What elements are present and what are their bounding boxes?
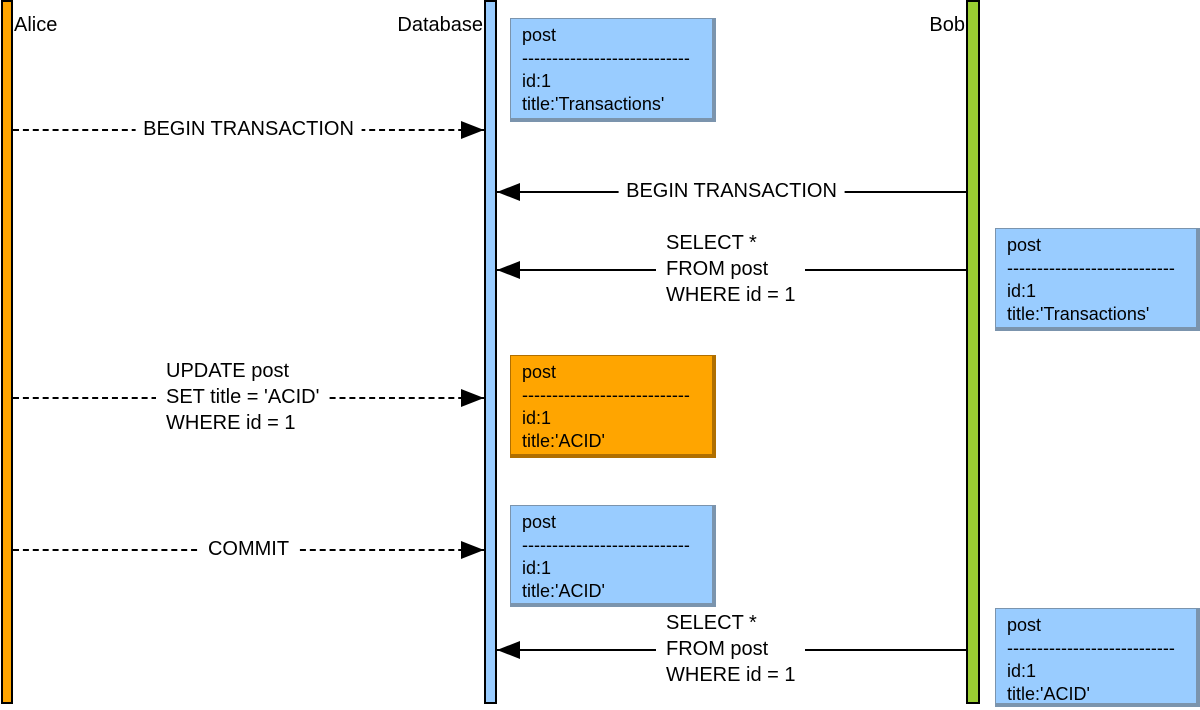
note-field-title: title:'ACID' <box>522 431 605 451</box>
message-label-line: SELECT * <box>666 232 757 254</box>
arrowhead-left-icon <box>497 261 520 279</box>
note-field-id: id:1 <box>1007 281 1037 301</box>
lifeline-bob <box>966 0 980 704</box>
message-label: SELECT * FROM post WHERE id = 1 <box>656 610 806 688</box>
note-db-transactions: post ---------------------------- id:1 t… <box>510 18 716 122</box>
note-entity-name: post <box>1007 615 1042 635</box>
message-label: COMMIT <box>199 536 298 562</box>
message-label-line: WHERE id = 1 <box>666 284 796 306</box>
actor-label-bob: Bob <box>929 14 965 36</box>
note-db-acid-uncommitted: post ---------------------------- id:1 t… <box>510 355 716 458</box>
note-db-acid-committed: post ---------------------------- id:1 t… <box>510 505 716 607</box>
note-separator: ---------------------------- <box>522 535 690 555</box>
message-label-line: FROM post <box>666 638 769 660</box>
note-field-id: id:1 <box>522 558 552 578</box>
actor-label-database: Database <box>397 14 483 36</box>
arrowhead-right-icon <box>461 389 484 407</box>
note-field-id: id:1 <box>522 71 552 91</box>
message-label-line: WHERE id = 1 <box>666 664 796 686</box>
message-label: UPDATE post SET title = 'ACID' WHERE id … <box>156 358 330 436</box>
message-label: BEGIN TRANSACTION <box>135 116 362 142</box>
note-entity-name: post <box>1007 235 1042 255</box>
message-label-line: FROM post <box>666 258 769 280</box>
note-field-id: id:1 <box>522 408 552 428</box>
note-entity-name: post <box>522 25 557 45</box>
note-bob-acid: post ---------------------------- id:1 t… <box>995 608 1200 707</box>
note-separator: ---------------------------- <box>522 385 690 405</box>
message-label-line: SELECT * <box>666 612 757 634</box>
lifeline-database <box>484 0 497 704</box>
note-field-id: id:1 <box>1007 661 1037 681</box>
note-entity-name: post <box>522 512 557 532</box>
arrowhead-left-icon <box>497 183 520 201</box>
message-label-line: SET title = 'ACID' <box>166 386 320 408</box>
arrowhead-right-icon <box>461 121 484 139</box>
note-field-title: title:'Transactions' <box>522 94 665 114</box>
message-label: BEGIN TRANSACTION <box>618 178 845 204</box>
message-label: SELECT * FROM post WHERE id = 1 <box>656 230 806 308</box>
message-label-line: WHERE id = 1 <box>166 412 296 434</box>
note-bob-transactions: post ---------------------------- id:1 t… <box>995 228 1200 331</box>
note-field-title: title:'ACID' <box>522 581 605 601</box>
note-separator: ---------------------------- <box>1007 638 1175 658</box>
arrowhead-left-icon <box>497 641 520 659</box>
arrowhead-right-icon <box>461 541 484 559</box>
note-field-title: title:'ACID' <box>1007 684 1090 704</box>
note-field-title: title:'Transactions' <box>1007 304 1150 324</box>
message-label-line: UPDATE post <box>166 360 289 382</box>
actor-label-alice: Alice <box>14 14 58 36</box>
note-entity-name: post <box>522 362 557 382</box>
note-separator: ---------------------------- <box>522 48 690 68</box>
lifeline-alice <box>1 0 13 704</box>
note-separator: ---------------------------- <box>1007 258 1175 278</box>
